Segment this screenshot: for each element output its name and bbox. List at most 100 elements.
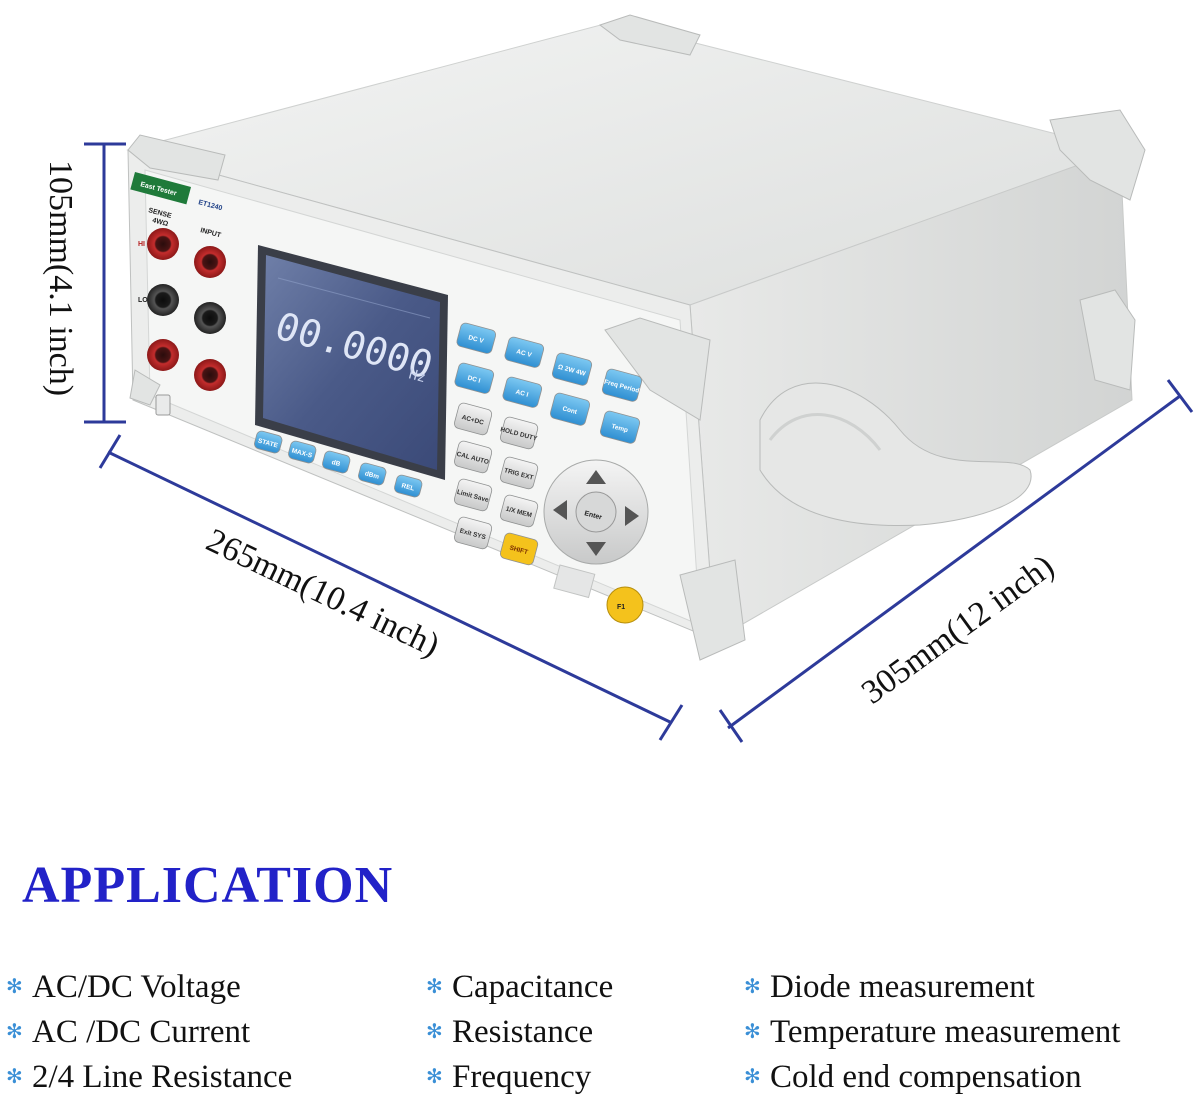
soft-key-cap[interactable] <box>287 440 317 464</box>
function-key[interactable]: AC I <box>502 376 543 408</box>
soft-key-label: dB <box>331 459 341 468</box>
soft-key-cap[interactable] <box>253 430 283 454</box>
nav-up-icon[interactable] <box>586 470 606 484</box>
gray-key[interactable]: AC+DC <box>453 402 493 436</box>
depth-arrow-line <box>727 394 1181 730</box>
gray-key[interactable]: CAL AUTO <box>453 440 493 474</box>
shift-key[interactable]: SHIFT <box>499 532 539 566</box>
bumper-bottom-left <box>129 369 161 406</box>
soft-key[interactable]: dB <box>321 450 351 474</box>
feature-item: ✻Resistance <box>426 1010 613 1055</box>
width-arrow-line <box>107 450 671 724</box>
nav-right-icon[interactable] <box>625 506 639 526</box>
gray-key[interactable]: HOLD DUTY <box>497 415 541 450</box>
function-key[interactable]: Temp <box>599 410 641 444</box>
feature-item: ✻Frequency <box>426 1055 613 1100</box>
feature-item: ✻ AC /DC Current <box>6 1010 292 1055</box>
feature-label: AC/DC Voltage <box>32 969 241 1005</box>
asterisk-bullet-icon: ✻ <box>426 973 443 998</box>
navigation-pad: Enter <box>543 459 649 565</box>
soft-key[interactable]: STATE <box>253 430 283 454</box>
gray-key[interactable]: Exit SYS <box>453 516 493 550</box>
bumper-top-left <box>127 134 226 181</box>
asterisk-bullet-icon: ✻ <box>426 1018 443 1043</box>
shift-key-cap[interactable] <box>499 532 539 566</box>
function-key[interactable]: Freq Period <box>601 368 643 402</box>
function-key-label: Cont <box>562 405 579 416</box>
gray-key[interactable]: 1/X MEM <box>499 494 539 528</box>
bumper-mid-left <box>604 317 711 421</box>
bumper-top-right <box>1049 109 1146 201</box>
function-key[interactable]: DC I <box>454 362 495 394</box>
shift-key-label: SHIFT <box>509 545 529 557</box>
function-key-cap[interactable] <box>551 352 593 386</box>
function-key[interactable]: AC V <box>504 336 545 368</box>
feature-label: Diode measurement <box>770 969 1035 1005</box>
terminal-hi-label: HI <box>138 241 145 248</box>
sense-hi-jack[interactable] <box>147 228 179 260</box>
soft-key-cap[interactable] <box>321 450 351 474</box>
lcd-unit: Hz <box>407 366 427 386</box>
asterisk-bullet-icon: ✻ <box>6 1063 23 1088</box>
function-key-cap[interactable] <box>601 368 643 402</box>
function-key-cap[interactable] <box>502 376 543 408</box>
f1-key[interactable]: F1 <box>606 586 644 624</box>
current-jack[interactable] <box>147 339 179 371</box>
terminal-jacks: HI LO <box>138 228 226 416</box>
function-key[interactable]: DC V <box>456 322 497 354</box>
feature-item: ✻ 2/4 Line Resistance <box>6 1055 292 1100</box>
nav-left-icon[interactable] <box>553 500 567 520</box>
enter-label: Enter <box>583 510 602 521</box>
soft-key-cap[interactable] <box>393 474 423 498</box>
gray-key-cap[interactable] <box>453 516 493 550</box>
function-key-cap[interactable] <box>504 336 545 368</box>
input-lo-jack[interactable] <box>194 302 226 334</box>
function-key-label: DC V <box>467 334 484 345</box>
feature-item: ✻AC/DC Voltage <box>6 965 292 1010</box>
feature-label: Frequency <box>452 1059 592 1095</box>
function-key-cap[interactable] <box>599 410 641 444</box>
gray-key[interactable]: TRIG EXT <box>499 456 539 490</box>
product-figure: East Tester ET1240 SENSE 4WΩ INPUT HI LO… <box>42 14 1194 743</box>
function-key[interactable]: Cont <box>549 392 591 426</box>
bumper-mid-right <box>1079 289 1136 391</box>
nav-down-icon[interactable] <box>586 542 606 556</box>
function-key[interactable]: Ω 2W 4W <box>551 352 593 386</box>
feature-item: ✻Cold end compensation <box>744 1055 1120 1100</box>
feature-label: 2/4 Line Resistance <box>32 1059 293 1095</box>
current-ma-jack[interactable] <box>194 359 226 391</box>
feature-label: AC /DC Current <box>32 1014 251 1050</box>
function-key-cap[interactable] <box>549 392 591 426</box>
function-key-cap[interactable] <box>454 362 495 394</box>
function-key-label: AC V <box>515 348 532 359</box>
gray-key-cap[interactable] <box>499 416 539 450</box>
feature-column-1: ✻AC/DC Voltage ✻ AC /DC Current ✻ 2/4 Line… <box>6 965 292 1100</box>
soft-key[interactable]: MAX-S <box>287 440 317 464</box>
soft-key-cap[interactable] <box>357 462 387 486</box>
enter-button[interactable] <box>575 491 617 533</box>
corner-bumpers <box>127 14 1146 661</box>
soft-key-label: REL <box>401 482 415 492</box>
feature-item: ✻Capacitance <box>426 965 613 1010</box>
power-switch[interactable] <box>155 394 171 416</box>
width-label: 265mm(10.4 inch) <box>201 522 445 664</box>
asterisk-bullet-icon: ✻ <box>744 1063 761 1088</box>
input-hi-jack[interactable] <box>194 246 226 278</box>
function-key-cap[interactable] <box>456 322 497 354</box>
gray-key-cap[interactable] <box>499 494 539 528</box>
soft-key[interactable]: REL <box>393 474 423 498</box>
gray-key-cap[interactable] <box>453 478 493 512</box>
dimension-height <box>84 142 126 424</box>
function-key-label: AC I <box>515 389 530 399</box>
application-title: APPLICATION <box>22 857 394 914</box>
gray-key-cap[interactable] <box>453 402 493 436</box>
feature-label: Temperature measurement <box>770 1014 1121 1050</box>
soft-key[interactable]: dBm <box>357 462 387 486</box>
gray-key-cap[interactable] <box>499 456 539 490</box>
feature-column-3: ✻Diode measurement ✻Temperature measurem… <box>744 965 1120 1100</box>
sense-lo-jack[interactable] <box>147 284 179 316</box>
asterisk-bullet-icon: ✻ <box>6 1018 23 1043</box>
gray-key-cap[interactable] <box>453 440 493 474</box>
gray-key[interactable]: Limit Save <box>453 478 493 512</box>
